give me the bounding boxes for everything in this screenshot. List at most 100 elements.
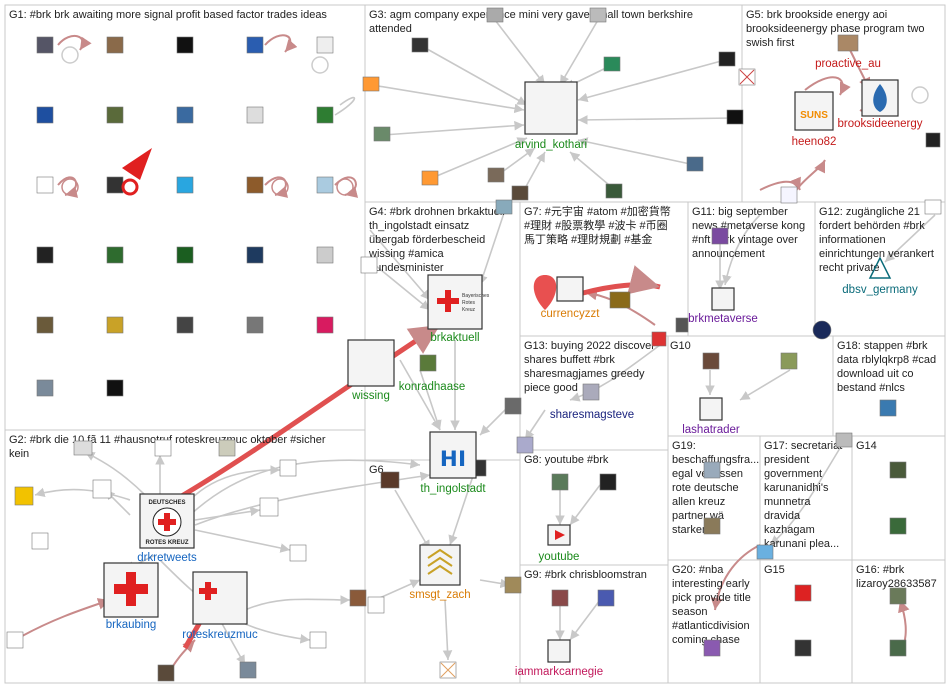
vertex-avatar[interactable] bbox=[36, 106, 54, 124]
vertex-avatar[interactable] bbox=[605, 183, 623, 199]
vertex-avatar[interactable] bbox=[36, 36, 54, 54]
vertex-avatar[interactable] bbox=[246, 106, 264, 124]
vertex-avatar[interactable] bbox=[780, 186, 798, 204]
vertex-avatar[interactable] bbox=[36, 316, 54, 334]
vertex-avatar[interactable] bbox=[259, 497, 279, 517]
vertex-avatar[interactable] bbox=[837, 34, 859, 52]
vertex-avatar[interactable] bbox=[889, 639, 907, 657]
vertex-avatar[interactable] bbox=[511, 185, 529, 201]
vertex-avatar[interactable] bbox=[289, 544, 307, 562]
vertex-avatar[interactable] bbox=[176, 36, 194, 54]
vertex-avatar[interactable] bbox=[316, 36, 334, 54]
vertex-avatar[interactable] bbox=[380, 471, 400, 489]
vertex-avatar[interactable] bbox=[419, 354, 437, 372]
vertex-avatar[interactable] bbox=[889, 587, 907, 605]
vertex-avatar[interactable] bbox=[176, 176, 194, 194]
vertex-wissing[interactable] bbox=[347, 339, 395, 387]
vertex-avatar[interactable] bbox=[924, 199, 942, 215]
vertex-avatar[interactable] bbox=[157, 664, 175, 682]
vertex-avatar[interactable] bbox=[218, 439, 236, 457]
vertex-sharesmagsteve[interactable] bbox=[582, 383, 600, 401]
vertex-avatar[interactable] bbox=[373, 126, 391, 142]
vertex-avatar[interactable] bbox=[239, 661, 257, 679]
vertex-avatar[interactable] bbox=[316, 106, 334, 124]
vertex-avatar[interactable] bbox=[711, 227, 729, 245]
vertex-avatar[interactable] bbox=[367, 596, 385, 614]
vertex-avatar[interactable] bbox=[246, 36, 264, 54]
vertex-avatar[interactable] bbox=[889, 517, 907, 535]
vertex-heeno82[interactable] bbox=[794, 91, 834, 131]
vertex-avatar[interactable] bbox=[551, 473, 569, 491]
vertex-th-ingolstadt[interactable] bbox=[429, 431, 477, 479]
vertex-avatar[interactable] bbox=[703, 517, 721, 535]
vertex-avatar[interactable] bbox=[36, 379, 54, 397]
vertex-avatar[interactable] bbox=[362, 76, 380, 92]
vertex-avatar[interactable] bbox=[106, 106, 124, 124]
vertex-avatar[interactable] bbox=[31, 532, 49, 550]
vertex-avatar[interactable] bbox=[316, 246, 334, 264]
vertex-avatar[interactable] bbox=[176, 246, 194, 264]
vertex-avatar[interactable] bbox=[925, 132, 941, 148]
vertex-avatar[interactable] bbox=[780, 352, 798, 370]
vertex-avatar[interactable] bbox=[603, 56, 621, 72]
vertex-roteskreuzmuc[interactable] bbox=[192, 571, 248, 625]
vertex-avatar[interactable] bbox=[106, 176, 124, 194]
vertex-avatar[interactable] bbox=[154, 439, 172, 457]
vertex-avatar[interactable] bbox=[176, 106, 194, 124]
vertex-avatar[interactable] bbox=[597, 589, 615, 607]
vertex-avatar[interactable] bbox=[879, 399, 897, 417]
vertex-avatar[interactable] bbox=[609, 291, 631, 309]
vertex-avatar[interactable] bbox=[246, 176, 264, 194]
vertex-avatar[interactable] bbox=[726, 109, 744, 125]
vertex-avatar[interactable] bbox=[504, 576, 522, 594]
vertex-avatar[interactable] bbox=[794, 639, 812, 657]
vertex-avatar[interactable] bbox=[487, 167, 505, 183]
vertex-avatar[interactable] bbox=[279, 459, 297, 477]
vertex-avatar[interactable] bbox=[92, 479, 112, 499]
vertex-lashatrader[interactable] bbox=[699, 397, 723, 421]
vertex-avatar[interactable] bbox=[36, 176, 54, 194]
vertex-avatar[interactable] bbox=[702, 352, 720, 370]
vertex-avatar[interactable] bbox=[756, 544, 774, 560]
vertex-arvind-kothari[interactable] bbox=[524, 81, 578, 135]
vertex-avatar[interactable] bbox=[316, 316, 334, 334]
vertex-avatar[interactable] bbox=[794, 584, 812, 602]
vertex-avatar[interactable] bbox=[349, 589, 367, 607]
vertex-avatar[interactable] bbox=[309, 631, 327, 649]
vertex-avatar[interactable] bbox=[106, 36, 124, 54]
vertex-avatar[interactable] bbox=[703, 639, 721, 657]
vertex-avatar[interactable] bbox=[495, 199, 513, 215]
vertex-currencyzzt[interactable] bbox=[556, 276, 584, 302]
vertex-avatar[interactable] bbox=[703, 461, 721, 479]
vertex-avatar[interactable] bbox=[176, 316, 194, 334]
vertex-avatar[interactable] bbox=[421, 170, 439, 186]
vertex-avatar[interactable] bbox=[360, 256, 378, 274]
vertex-avatar[interactable] bbox=[516, 436, 534, 454]
vertex-avatar[interactable] bbox=[589, 7, 607, 23]
vertex-avatar[interactable] bbox=[835, 432, 853, 448]
vertex-avatar[interactable] bbox=[651, 331, 667, 347]
vertex-avatar[interactable] bbox=[411, 37, 429, 53]
vertex-avatar[interactable] bbox=[6, 631, 24, 649]
group-box-g10 bbox=[667, 335, 834, 437]
vertex-avatar[interactable] bbox=[36, 246, 54, 264]
vertex-avatar[interactable] bbox=[504, 397, 522, 415]
vertex-avatar[interactable] bbox=[686, 156, 704, 172]
vertex-avatar[interactable] bbox=[106, 316, 124, 334]
vertex-avatar[interactable] bbox=[106, 246, 124, 264]
vertex-brkmetaverse[interactable] bbox=[711, 287, 735, 311]
vertex-avatar[interactable] bbox=[718, 51, 736, 67]
vertex-avatar[interactable] bbox=[812, 320, 832, 340]
vertex-avatar[interactable] bbox=[14, 486, 34, 506]
vertex-avatar[interactable] bbox=[246, 316, 264, 334]
vertex-avatar[interactable] bbox=[551, 589, 569, 607]
vertex-avatar[interactable] bbox=[599, 473, 617, 491]
vertex-avatar[interactable] bbox=[675, 317, 689, 333]
vertex-avatar[interactable] bbox=[889, 461, 907, 479]
vertex-avatar[interactable] bbox=[486, 7, 504, 23]
vertex-avatar[interactable] bbox=[246, 246, 264, 264]
vertex-iammarkcarnegie[interactable] bbox=[547, 639, 571, 663]
vertex-avatar[interactable] bbox=[106, 379, 124, 397]
vertex-avatar[interactable] bbox=[316, 176, 334, 194]
vertex-avatar[interactable] bbox=[73, 440, 93, 456]
